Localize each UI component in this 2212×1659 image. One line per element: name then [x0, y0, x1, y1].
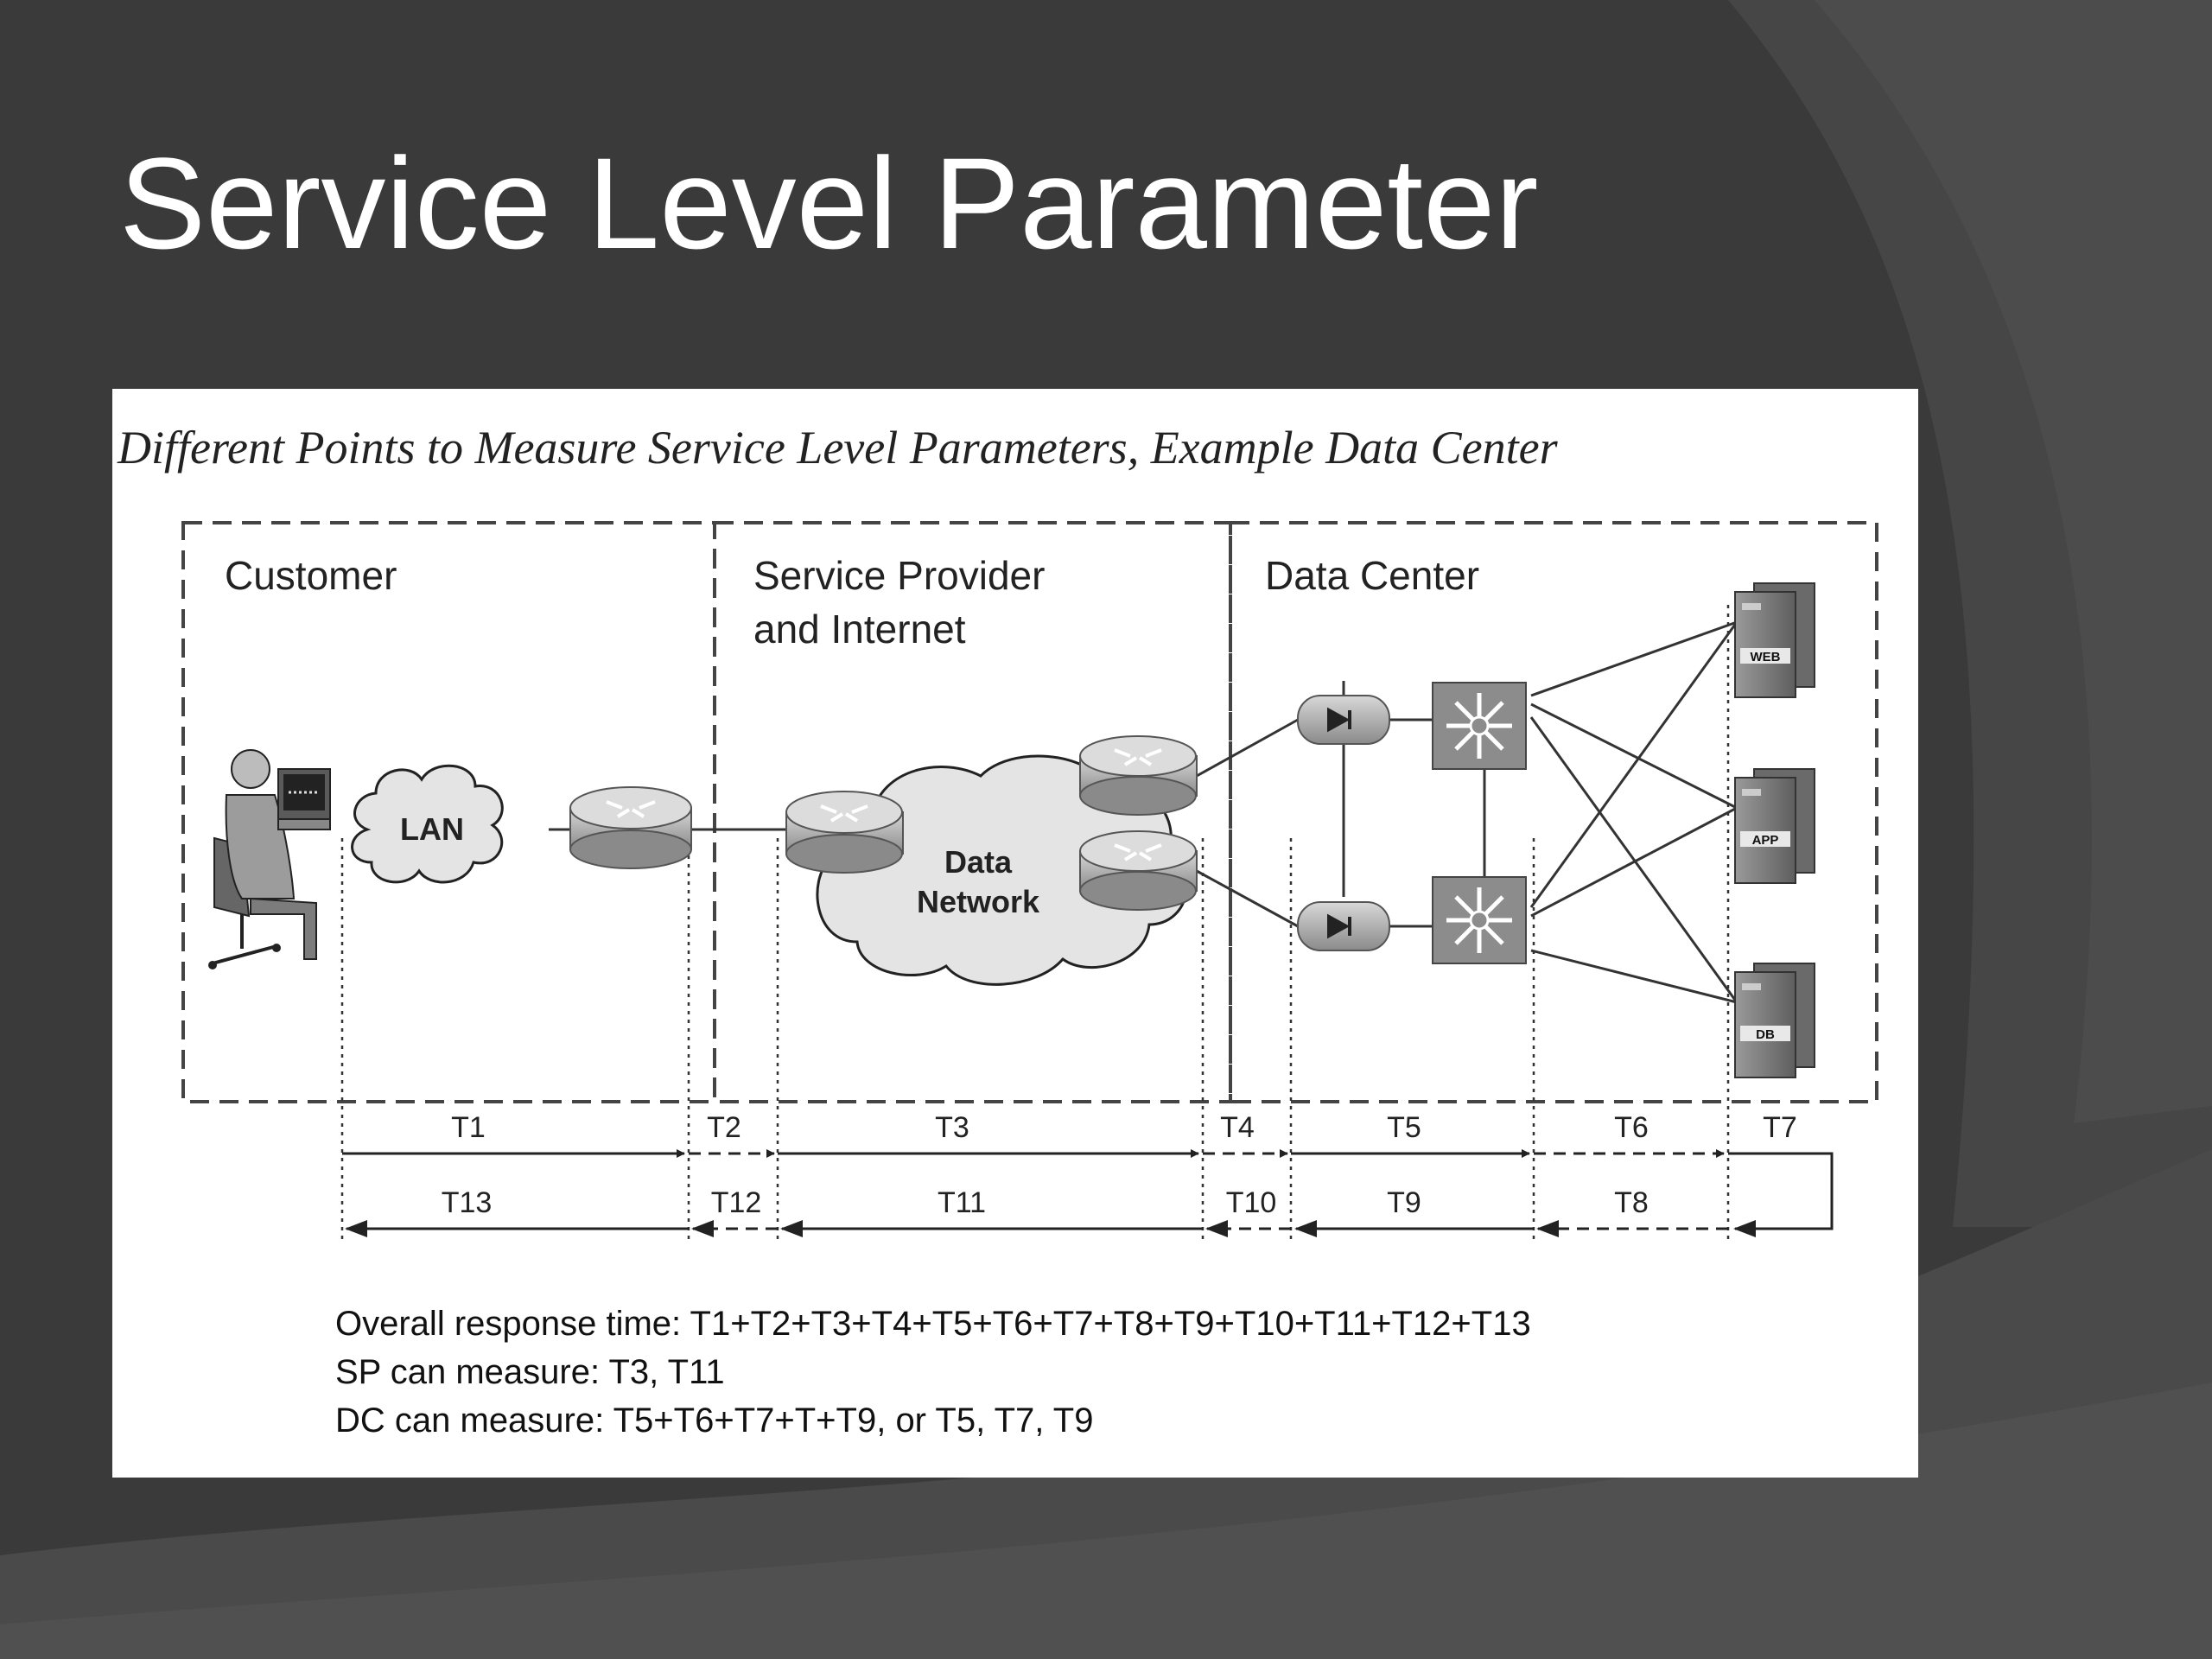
network-diagram: Different Points to Measure Service Leve… — [117, 422, 1878, 1440]
network-diagram-figure: Different Points to Measure Service Leve… — [112, 389, 1918, 1478]
db-server-icon: DB — [1734, 963, 1815, 1078]
data-center-zone-box — [1229, 521, 1878, 1103]
segment-label-t10: T10 — [1226, 1186, 1277, 1219]
web-server-label: WEB — [1751, 650, 1781, 664]
dc-switch-bottom-icon — [1432, 876, 1527, 964]
measurement-point-lines — [340, 605, 1730, 1244]
segment-label-t7: T7 — [1763, 1111, 1797, 1144]
segment-label-t5: T5 — [1387, 1111, 1421, 1144]
dc-firewall-bottom-icon — [1297, 901, 1390, 951]
dc-switch-top-icon — [1432, 682, 1527, 770]
segment-label-t11: T11 — [938, 1186, 986, 1219]
segment-label-t8: T8 — [1614, 1186, 1649, 1219]
customer-router-icon — [569, 786, 692, 869]
lan-label: LAN — [400, 811, 464, 847]
service-provider-zone-label: Service Provider — [753, 553, 1045, 598]
customer-zone-box — [181, 521, 716, 1103]
db-server-label: DB — [1756, 1027, 1775, 1042]
dc-measure-note: DC can measure: T5+T6+T7+T+T9, or T5, T7… — [335, 1402, 1093, 1440]
segment-label-t2: T2 — [707, 1111, 741, 1144]
app-server-label: APP — [1752, 833, 1779, 848]
overall-response-time-note: Overall response time: T1+T2+T3+T4+T5+T6… — [335, 1305, 1531, 1343]
service-provider-zone-label-line2: and Internet — [753, 607, 966, 652]
sp-egress-router-top-icon — [1079, 735, 1198, 816]
sp-measure-note: SP can measure: T3, T11 — [335, 1353, 725, 1391]
lan-cloud-icon: LAN — [351, 764, 504, 884]
segment-label-t12: T12 — [711, 1186, 762, 1219]
data-network-label-line2: Network — [917, 884, 1040, 919]
segment-label-t1: T1 — [451, 1111, 486, 1144]
data-network-cloud-icon: Data Network — [816, 754, 1188, 986]
figure-title: Different Points to Measure Service Leve… — [117, 422, 1559, 474]
forward-timing-arrows — [342, 1149, 1834, 1237]
dc-firewall-top-icon — [1297, 695, 1390, 745]
web-server-icon: WEB — [1734, 582, 1815, 698]
segment-label-t4: T4 — [1220, 1111, 1255, 1144]
data-network-label: Data — [944, 844, 1013, 880]
app-server-icon: APP — [1734, 768, 1815, 884]
sp-ingress-router-icon — [785, 791, 904, 874]
segment-label-t6: T6 — [1614, 1111, 1649, 1144]
slide-title: Service Level Parameter — [119, 130, 1539, 276]
segment-label-t9: T9 — [1387, 1186, 1421, 1219]
segment-label-t13: T13 — [442, 1186, 493, 1219]
segment-label-t3: T3 — [935, 1111, 969, 1144]
sp-egress-router-bottom-icon — [1079, 830, 1198, 911]
customer-zone-label: Customer — [225, 553, 397, 598]
data-center-zone-label: Data Center — [1265, 553, 1479, 598]
t7-arrow — [1728, 1152, 1834, 1237]
customer-user-icon — [208, 749, 331, 969]
